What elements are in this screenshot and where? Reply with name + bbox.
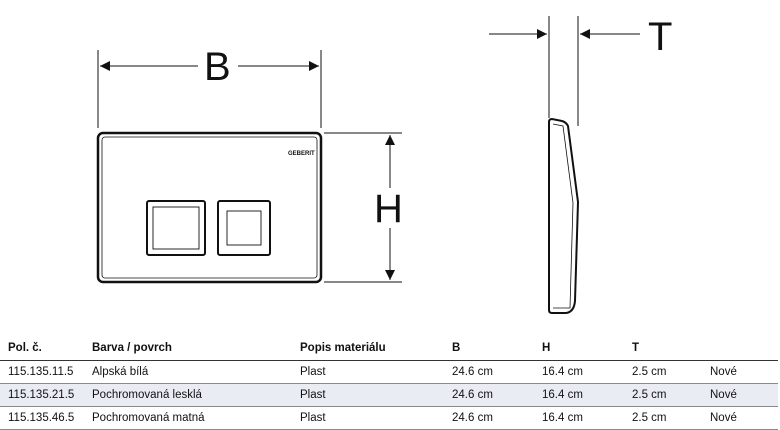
depth-value: 2.5 cm	[632, 411, 667, 424]
status: Nové	[710, 388, 737, 401]
material: Plast	[300, 411, 326, 424]
status: Nové	[710, 365, 737, 378]
item-number: 115.135.21.5	[8, 388, 75, 401]
full-flush-button	[146, 200, 206, 256]
depth-label: T	[648, 15, 672, 59]
flush-plate	[96, 131, 323, 284]
height-value: 16.4 cm	[542, 365, 583, 378]
table-header-row: Pol. č. Barva / povrch Popis materiálu B…	[0, 336, 778, 361]
height-value: 16.4 cm	[542, 411, 583, 424]
col-color-finish: Barva / povrch	[84, 336, 292, 361]
height-label: H	[374, 187, 403, 231]
table-row: 115.135.21.5 Pochromovaná lesklá Plast 2…	[0, 383, 778, 406]
technical-drawing: GEBERIT B H T	[96, 15, 672, 314]
front-view: GEBERIT	[96, 131, 323, 284]
brand-mark: GEBERIT	[288, 151, 315, 157]
color-finish: Pochromovaná lesklá	[92, 388, 202, 401]
height-dimension: H	[324, 132, 403, 283]
col-material: Popis materiálu	[292, 336, 444, 361]
table-row: 115.135.11.5 Alpská bílá Plast 24.6 cm 1…	[0, 360, 778, 383]
flush-plate-inner-edge	[101, 136, 318, 279]
color-finish: Pochromovaná matná	[92, 411, 205, 424]
depth-value: 2.5 cm	[632, 388, 667, 401]
partial-flush-button	[217, 200, 271, 256]
item-number: 115.135.11.5	[8, 365, 74, 378]
status: Nové	[710, 411, 737, 424]
material: Plast	[300, 365, 326, 378]
col-status	[702, 336, 778, 361]
width-value: 24.6 cm	[452, 411, 493, 424]
spec-table: Pol. č. Barva / povrch Popis materiálu B…	[0, 336, 778, 430]
width-value: 24.6 cm	[452, 388, 493, 401]
depth-value: 2.5 cm	[632, 365, 667, 378]
height-value: 16.4 cm	[542, 388, 583, 401]
col-item-number: Pol. č.	[0, 336, 84, 361]
table-row: 115.135.46.5 Pochromovaná matná Plast 24…	[0, 406, 778, 429]
col-height: H	[534, 336, 624, 361]
width-dimension: B	[97, 45, 322, 128]
material: Plast	[300, 388, 326, 401]
depth-dimension: T	[489, 15, 672, 126]
color-finish: Alpská bílá	[92, 365, 149, 378]
item-number: 115.135.46.5	[8, 411, 75, 424]
col-width: B	[444, 336, 534, 361]
side-profile	[548, 117, 580, 314]
width-label: B	[204, 45, 231, 89]
width-value: 24.6 cm	[452, 365, 493, 378]
col-depth: T	[624, 336, 702, 361]
